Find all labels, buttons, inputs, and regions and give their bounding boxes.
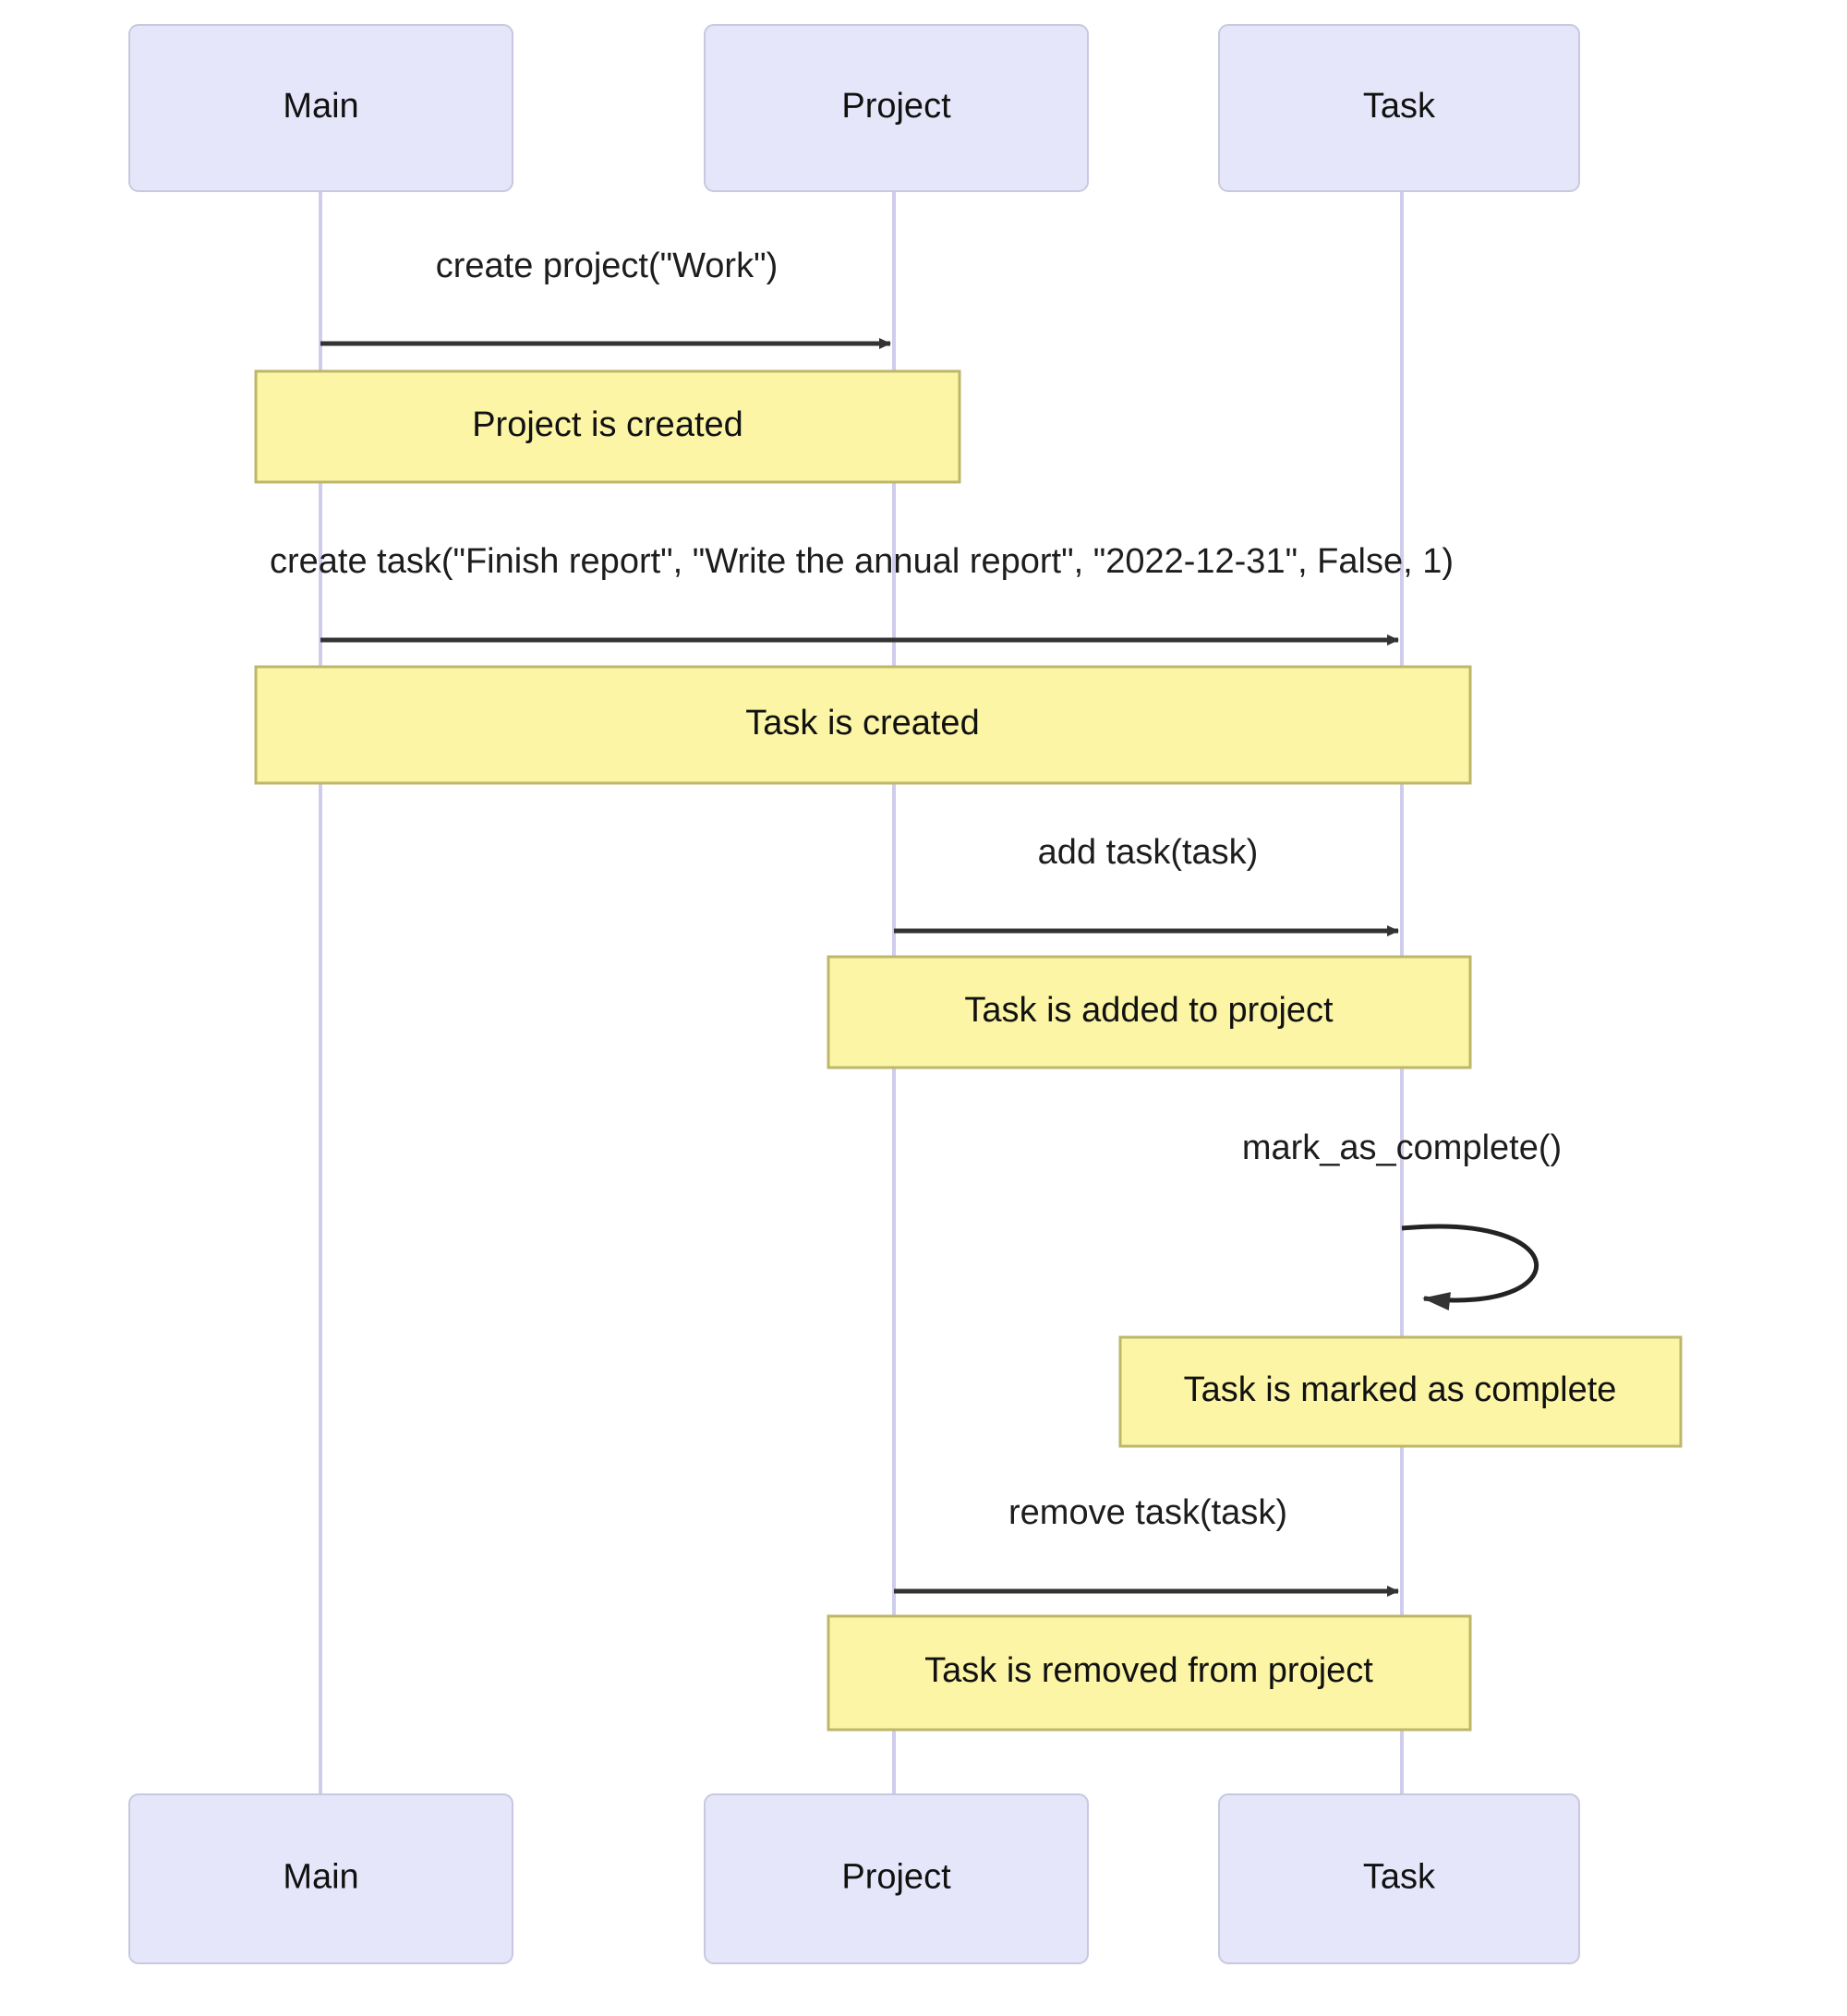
note-box xyxy=(1118,1335,1683,1448)
actor-top-task[interactable]: Task xyxy=(1218,24,1580,192)
actor-box xyxy=(128,24,513,192)
messages-group: create project("Work") create task("Finis… xyxy=(270,247,1562,1597)
message-m5[interactable]: remove task(task) xyxy=(894,1493,1399,1597)
note-n2: Task is created xyxy=(254,665,1472,785)
note-box xyxy=(827,955,1472,1069)
message-label: create project("Work") xyxy=(436,247,778,285)
actor-top-project[interactable]: Project xyxy=(704,24,1089,192)
message-m2[interactable]: create task("Finish report", "Write the … xyxy=(270,542,1454,646)
actor-box xyxy=(704,24,1089,192)
actor-label: Main xyxy=(283,87,358,126)
actor-box xyxy=(704,1793,1089,1964)
message-m1[interactable]: create project("Work") xyxy=(320,247,891,349)
actor-label: Task xyxy=(1363,1858,1436,1897)
note-text: Task is added to project xyxy=(964,991,1334,1030)
message-m4[interactable]: mark_as_complete() xyxy=(1242,1129,1562,1310)
message-label: add task(task) xyxy=(1038,833,1259,872)
actor-box xyxy=(1218,24,1580,192)
note-n4: Task is marked as complete xyxy=(1118,1335,1683,1448)
note-text: Task is created xyxy=(745,704,979,742)
note-box xyxy=(254,369,961,484)
actor-bottom-main[interactable]: Main xyxy=(128,1793,513,1964)
actor-top-main[interactable]: Main xyxy=(128,24,513,192)
actor-label: Project xyxy=(841,87,951,126)
note-n1: Project is created xyxy=(254,369,961,484)
note-n5: Task is removed from project xyxy=(827,1614,1472,1732)
message-label: mark_as_complete() xyxy=(1242,1129,1562,1167)
note-text: Task is marked as complete xyxy=(1184,1370,1617,1409)
note-n3: Task is added to project xyxy=(827,955,1472,1069)
note-box xyxy=(827,1614,1472,1732)
message-m3[interactable]: add task(task) xyxy=(894,833,1399,936)
actor-label: Task xyxy=(1363,87,1436,126)
actor-bottom-task[interactable]: Task xyxy=(1218,1793,1580,1964)
actor-box xyxy=(128,1793,513,1964)
note-text: Task is removed from project xyxy=(924,1651,1373,1690)
message-self-loop xyxy=(1401,1224,1539,1310)
actor-box xyxy=(1218,1793,1580,1964)
actor-label: Main xyxy=(283,1858,358,1897)
message-label: create task("Finish report", "Write the … xyxy=(270,542,1454,581)
message-label: remove task(task) xyxy=(1008,1493,1287,1532)
actor-bottom-project[interactable]: Project xyxy=(704,1793,1089,1964)
note-box xyxy=(254,665,1472,785)
actor-label: Project xyxy=(841,1858,951,1897)
note-text: Project is created xyxy=(472,405,743,444)
